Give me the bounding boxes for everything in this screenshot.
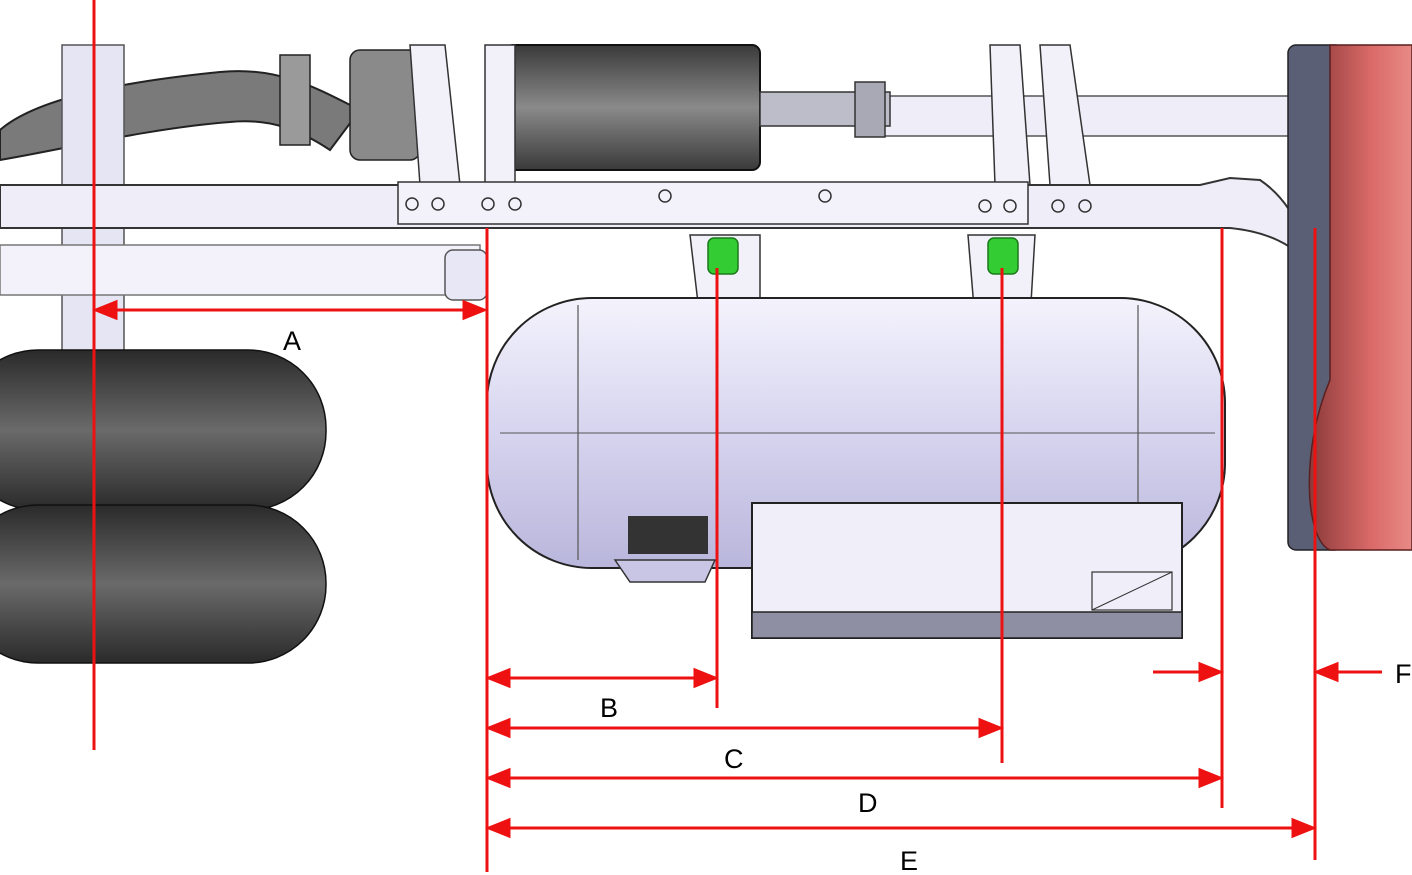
air-spring-lower <box>0 504 327 664</box>
label-e: E <box>900 846 918 875</box>
dim-e-arrow-right <box>1291 817 1318 839</box>
frame-plate <box>397 181 1029 225</box>
label-c: C <box>724 744 744 774</box>
bracket-right-a <box>989 44 1031 186</box>
exhaust-flex <box>349 49 421 161</box>
dim-f-arrow-left <box>1198 661 1225 683</box>
dim-b-arrow-left <box>484 667 511 689</box>
dim-a-arrow-right <box>462 299 489 321</box>
label-a: A <box>283 326 301 356</box>
dim-b-arrow-right <box>693 667 720 689</box>
axle-arm <box>0 244 481 296</box>
dim-c-arrow-right <box>978 717 1005 739</box>
dimension-lines <box>91 0 1382 872</box>
label-d: D <box>858 788 878 818</box>
bracket-left <box>409 44 461 186</box>
mount-bushing-left <box>707 237 739 275</box>
label-b: B <box>600 693 618 723</box>
chassis-drawing <box>0 44 1412 664</box>
mud-flap <box>1308 44 1412 551</box>
tailpipe-clamp <box>854 81 886 138</box>
dim-d-arrow-left <box>484 767 511 789</box>
dim-d-arrow-right <box>1198 767 1225 789</box>
muffler <box>504 44 761 171</box>
dim-c-arrow-left <box>484 717 511 739</box>
battery-box-label <box>1091 571 1173 611</box>
upper-crossmember <box>879 95 1291 137</box>
dim-e-arrow-left <box>484 817 511 839</box>
battery-box-lower <box>751 611 1183 639</box>
tank-drain-valve <box>613 559 717 583</box>
dim-a-arrow-left <box>91 299 118 321</box>
axle-arm-end <box>444 249 488 301</box>
label-f: F <box>1395 659 1412 689</box>
tank-label-plate <box>628 516 708 554</box>
exhaust-clamp <box>279 54 311 146</box>
dim-f-arrow-right <box>1312 661 1339 683</box>
frame-bolts <box>405 189 1092 213</box>
dimension-labels: A B C D E F <box>283 326 1412 875</box>
air-spring-upper <box>0 349 327 511</box>
bracket-mid <box>484 44 516 186</box>
battery-box-label-diagonal <box>1091 571 1173 611</box>
